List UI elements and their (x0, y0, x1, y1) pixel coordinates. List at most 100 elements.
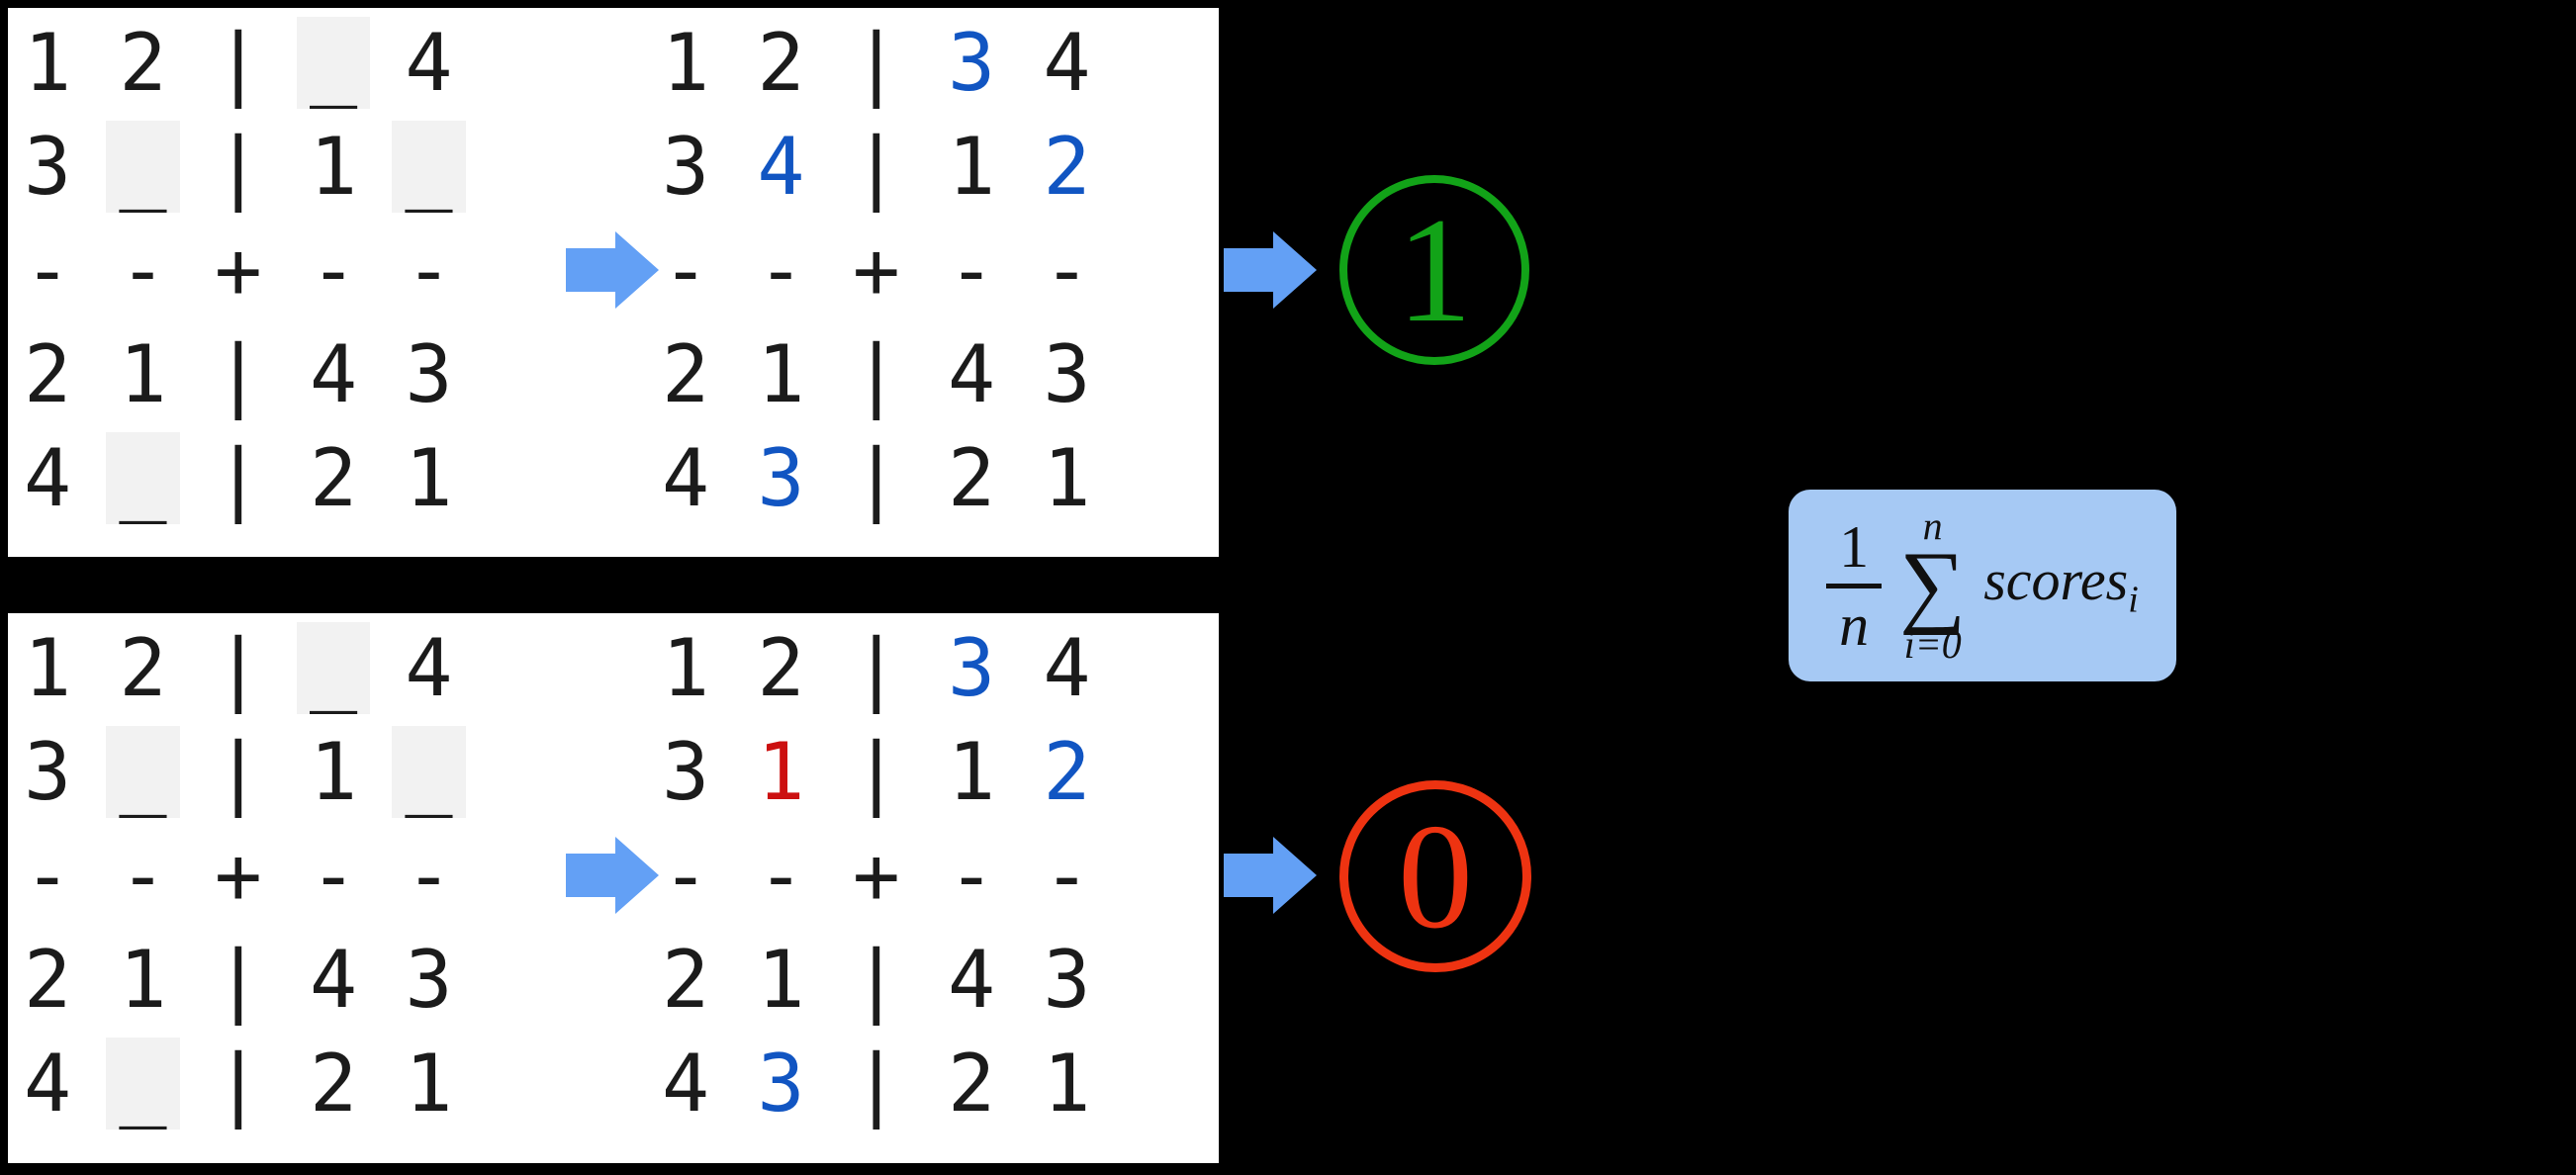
grid-cell: - (757, 225, 805, 316)
grid-cell: 2 (310, 432, 358, 524)
score-badge-incorrect: 0 (1339, 780, 1531, 972)
grid-cell: - (948, 830, 996, 922)
score-value: 1 (1397, 187, 1472, 353)
grid-cell: | (852, 17, 900, 109)
grid-cell: 2 (948, 1038, 996, 1130)
sigma-icon: ∑ (1899, 533, 1967, 637)
grid-cell: 1 (405, 1038, 453, 1130)
grid-cell: 1 (1043, 1038, 1091, 1130)
solve-arrow-icon (566, 231, 659, 309)
grid-cell: 2 (310, 1038, 358, 1130)
grid-cell: 3 (1043, 328, 1091, 420)
grid-cell: - (119, 225, 167, 316)
grid-cell: 3 (948, 17, 996, 109)
grid-cell: 3 (24, 726, 72, 818)
example-panel-incorrect: 1 2 | _ 4 3 _ | 1 _ - - + - - 2 1 | 4 3 … (8, 613, 1219, 1163)
grid-cell: 3 (24, 121, 72, 213)
grid-cell: 1 (757, 934, 805, 1026)
score-arrow-icon (1224, 231, 1317, 309)
grid-cell: | (852, 622, 900, 714)
sum-lower-limit: i=0 (1903, 621, 1962, 667)
grid-cell: 1 (662, 622, 710, 714)
sum-term-subscript: i (2128, 579, 2139, 621)
grid-cell: | (214, 432, 262, 524)
grid-cell: - (24, 225, 72, 316)
grid-cell: 2 (1043, 726, 1091, 818)
grid-cell: 3 (1043, 934, 1091, 1026)
grid-cell: 1 (757, 726, 805, 818)
grid-cell: 2 (948, 432, 996, 524)
grid-cell: - (310, 830, 358, 922)
grid-cell: 4 (1043, 17, 1091, 109)
grid-cell: _ (392, 726, 466, 818)
grid-cell: + (852, 225, 900, 316)
grid-cell: 2 (119, 17, 167, 109)
grid-cell: 3 (662, 726, 710, 818)
grid-cell: _ (392, 121, 466, 213)
grid-cell: | (852, 121, 900, 213)
fraction-bar (1826, 583, 1883, 588)
fraction-one-over-n: 1 n (1826, 513, 1883, 655)
grid-cell: 1 (405, 432, 453, 524)
grid-cell: 1 (948, 121, 996, 213)
grid-cell: _ (106, 432, 180, 524)
grid-cell: | (214, 726, 262, 818)
sum-term: scoresi (1983, 552, 2139, 619)
fraction-numerator: 1 (1839, 513, 1870, 580)
grid-cell: 3 (405, 934, 453, 1026)
grid-cell: 2 (757, 622, 805, 714)
example-panel-correct: 1 2 | _ 4 3 _ | 1 _ - - + - - 2 1 | 4 3 … (8, 8, 1219, 557)
grid-cell: 1 (662, 17, 710, 109)
grid-cell: 4 (757, 121, 805, 213)
grid-cell: 4 (662, 1038, 710, 1130)
grid-cell: | (852, 328, 900, 420)
grid-cell: 2 (119, 622, 167, 714)
grid-cell: 4 (310, 328, 358, 420)
grid-cell: 1 (310, 726, 358, 818)
grid-cell: 1 (948, 726, 996, 818)
grid-cell: 4 (310, 934, 358, 1026)
grid-cell: + (214, 830, 262, 922)
grid-cell: _ (106, 121, 180, 213)
grid-cell: 4 (24, 1038, 72, 1130)
grid-cell: | (214, 121, 262, 213)
grid-cell: 3 (948, 622, 996, 714)
solution-grid-correct: 1 2 | 3 4 3 4 | 1 2 - - + - - 2 1 | 4 3 … (662, 11, 1091, 530)
grid-cell: + (214, 225, 262, 316)
score-arrow-icon (1224, 837, 1317, 914)
grid-cell: 4 (405, 622, 453, 714)
grid-cell: 1 (119, 934, 167, 1026)
grid-cell: 2 (24, 934, 72, 1026)
solve-arrow-icon (566, 837, 659, 914)
grid-cell: 2 (24, 328, 72, 420)
grid-cell: 4 (405, 17, 453, 109)
grid-cell: + (852, 830, 900, 922)
grid-cell: | (852, 1038, 900, 1130)
grid-cell: - (119, 830, 167, 922)
grid-cell: _ (297, 17, 371, 109)
grid-cell: | (852, 934, 900, 1026)
grid-cell: 1 (119, 328, 167, 420)
grid-cell: - (24, 830, 72, 922)
grid-cell: 4 (24, 432, 72, 524)
solution-grid-incorrect: 1 2 | 3 4 3 1 | 1 2 - - + - - 2 1 | 4 3 … (662, 616, 1091, 1135)
grid-cell: - (757, 830, 805, 922)
grid-cell: 2 (1043, 121, 1091, 213)
grid-cell: - (662, 830, 710, 922)
grid-cell: | (852, 432, 900, 524)
grid-cell: | (852, 726, 900, 818)
grid-cell: 4 (662, 432, 710, 524)
grid-cell: - (662, 225, 710, 316)
puzzle-grid: 1 2 | _ 4 3 _ | 1 _ - - + - - 2 1 | 4 3 … (24, 11, 466, 530)
score-value: 0 (1398, 793, 1473, 959)
grid-cell: - (310, 225, 358, 316)
grid-cell: 1 (24, 622, 72, 714)
grid-cell: 4 (948, 934, 996, 1026)
grid-cell: _ (297, 622, 371, 714)
grid-cell: 3 (757, 432, 805, 524)
grid-cell: | (214, 328, 262, 420)
grid-cell: - (405, 225, 453, 316)
sum-term-name: scores (1983, 548, 2129, 613)
grid-cell: - (948, 225, 996, 316)
